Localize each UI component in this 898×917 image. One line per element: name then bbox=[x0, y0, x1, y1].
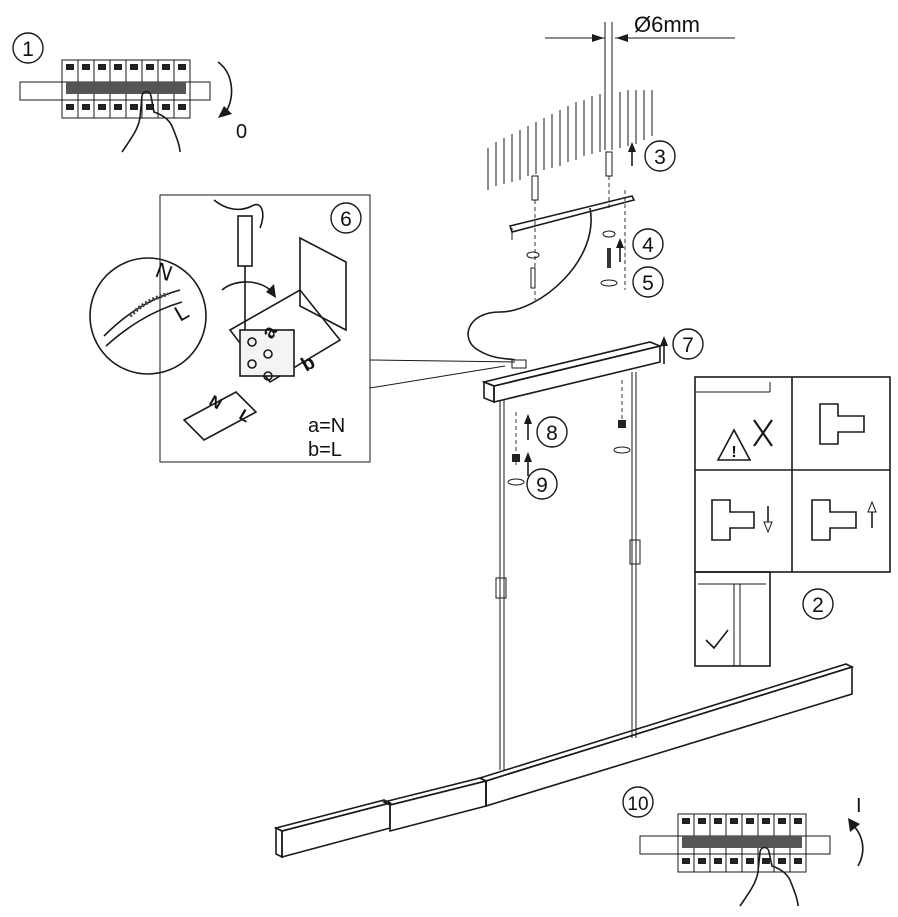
hand-icon bbox=[213, 199, 264, 229]
screw-rotation-icon bbox=[600, 279, 618, 287]
drill-diameter-label: Ø6mm bbox=[634, 12, 700, 37]
step-number-7: 7 bbox=[682, 334, 694, 357]
step6-wiring-detail: N L a b N L a=N b=L 6 bbox=[89, 194, 516, 463]
warning-icon bbox=[716, 428, 752, 461]
wire-magnifier bbox=[89, 257, 207, 375]
step-number-8: 8 bbox=[546, 422, 558, 445]
ceiling-hatch bbox=[487, 90, 653, 190]
terminal-box bbox=[182, 236, 347, 441]
wire-label-l: L bbox=[170, 299, 193, 327]
canopy-rail: 7 bbox=[481, 328, 704, 404]
step2-connector-panel: ! 2 bbox=[694, 376, 891, 667]
wiring-legend-b: b=L bbox=[308, 439, 342, 461]
rotation-arrow-icon bbox=[851, 823, 864, 867]
hand-icon bbox=[121, 90, 181, 153]
check-icon bbox=[705, 629, 729, 650]
ceiling-bracket bbox=[508, 195, 636, 233]
circuit-breaker-icon bbox=[677, 813, 807, 873]
wire-label-n: N bbox=[152, 257, 175, 286]
step-number-2: 2 bbox=[812, 594, 824, 617]
switch-off-label: 0 bbox=[236, 121, 247, 143]
suspension-cables: 8 9 bbox=[495, 372, 641, 770]
step-number-9: 9 bbox=[536, 474, 548, 497]
mounting-hardware: 4 5 bbox=[467, 151, 664, 361]
luminaire-bars bbox=[273, 663, 855, 859]
warning-mark: ! bbox=[731, 444, 736, 461]
step-number-3: 3 bbox=[654, 146, 666, 169]
circuit-breaker-icon bbox=[61, 59, 191, 119]
step3-ceiling-drilling: Ø6mm 3 bbox=[487, 12, 735, 190]
step-number-5: 5 bbox=[642, 272, 654, 295]
power-cable bbox=[467, 207, 592, 361]
switch-on-label: I bbox=[856, 795, 862, 817]
step-number-1: 1 bbox=[22, 38, 34, 61]
step-number-6: 6 bbox=[340, 208, 352, 231]
terminal-mark-l: L bbox=[236, 407, 253, 427]
step-number-4: 4 bbox=[642, 234, 654, 257]
rotation-arrow-icon bbox=[217, 61, 233, 113]
step1-breaker-panel: 0 1 bbox=[12, 32, 247, 153]
terminal-mark-n: N bbox=[206, 393, 225, 414]
wiring-legend-a: a=N bbox=[308, 415, 345, 437]
hand-icon bbox=[739, 846, 799, 907]
rotation-arrow-icon bbox=[221, 281, 273, 293]
screwdriver-icon bbox=[237, 215, 253, 330]
step10-breaker-panel: I 10 bbox=[622, 786, 864, 907]
step-number-10: 10 bbox=[627, 794, 648, 815]
